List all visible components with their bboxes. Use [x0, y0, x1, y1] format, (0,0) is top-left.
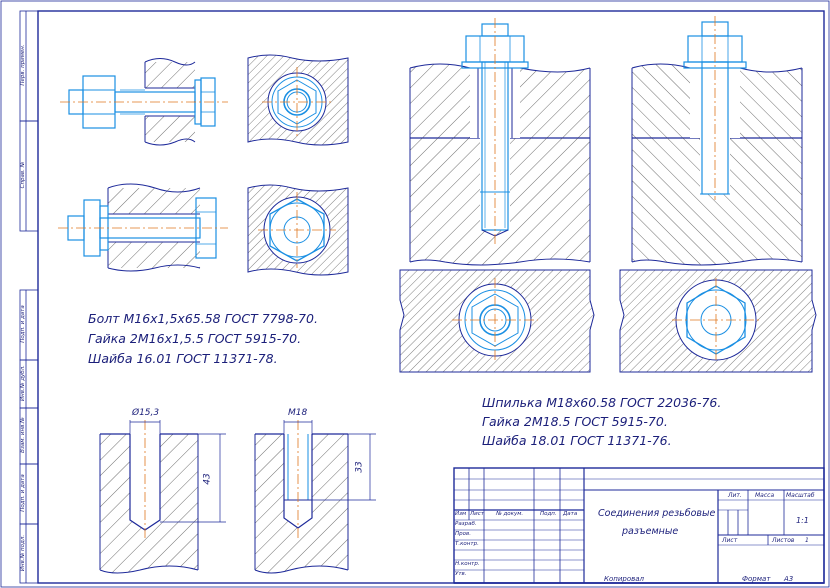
bolt-spec-line-1: Болт М16х1,5х65.58 ГОСТ 7798-70. [88, 311, 318, 326]
stud-spec-line-1: Шпилька М18х60.58 ГОСТ 22036-76. [482, 395, 722, 410]
side-vzam-inv: Взам. инв.№ [20, 417, 26, 453]
bolt-spec-line-3: Шайба 16.01 ГОСТ 11371-78. [88, 351, 278, 366]
stud-plan-view-round [399, 269, 595, 373]
stud-spec-line-3: Шайба 18.01 ГОСТ 11371-76. [482, 433, 672, 448]
tb-col-list: Лист [470, 511, 484, 517]
tb-col-doc: № докум. [496, 511, 524, 517]
tb-listov-value: 1 [805, 537, 809, 544]
hole-detail-threaded [254, 420, 376, 574]
hole-detail-smooth [99, 420, 226, 574]
side-perv-primen: Перв. примен. [20, 44, 26, 86]
side-podp-data-2: Подп. и дата [20, 474, 26, 512]
tb-col-data: Дата [563, 511, 578, 517]
dim-thread-depth: 33 [354, 461, 365, 473]
tb-nkontr: Н.контр. [455, 561, 480, 567]
dim-hole-depth: 43 [202, 473, 213, 485]
side-podp-data-1: Подп. и дата [20, 305, 26, 343]
tb-massa: Масса [755, 492, 775, 499]
tb-razrab: Разраб. [455, 521, 477, 527]
tb-col-izm: Изм [455, 511, 467, 517]
stud-simplified-view [631, 16, 803, 266]
stud-plan-view-hex [619, 269, 817, 373]
bolt-section-view [60, 58, 228, 146]
bolt-plan-view-round [247, 54, 349, 146]
tb-listov-label: Листов [772, 537, 795, 544]
tb-list-label: Лист [722, 537, 738, 544]
side-strip [19, 10, 39, 584]
tb-format-value: А3 [784, 575, 794, 583]
tb-kopiroval: Копировал [604, 575, 644, 583]
dim-hole-diameter: Ø15,3 [132, 408, 160, 418]
tb-tkontr: Т.контр. [455, 541, 479, 547]
tb-scale-value: 1:1 [796, 516, 809, 525]
stud-spec-line-2: Гайка 2М18.5 ГОСТ 5915-70. [482, 414, 668, 429]
stud-section-view [409, 18, 591, 266]
tb-col-podp: Подп. [540, 511, 557, 517]
tb-masshtab: Масштаб [786, 492, 815, 499]
tb-title-line-1: Соединения резьбовые [598, 508, 716, 519]
bolt-spec-line-2: Гайка 2М16х1,5.5 ГОСТ 5915-70. [88, 331, 302, 346]
dim-thread-size: М18 [288, 408, 308, 418]
tb-title-line-2: разъемные [622, 526, 679, 537]
tb-utv: Утв. [455, 571, 467, 577]
bolt-plan-view-hex [247, 184, 349, 276]
tb-format-label: Формат [742, 575, 771, 583]
tb-prov: Пров. [455, 531, 471, 537]
side-sprav-no: Справ. № [20, 161, 26, 189]
side-inv-podl: Инв.№ подл. [20, 534, 26, 572]
bolt-simplified-view [58, 183, 228, 272]
side-inv-dubl: Инв.№ дубл. [20, 365, 26, 401]
tb-lit: Лит. [728, 492, 742, 499]
